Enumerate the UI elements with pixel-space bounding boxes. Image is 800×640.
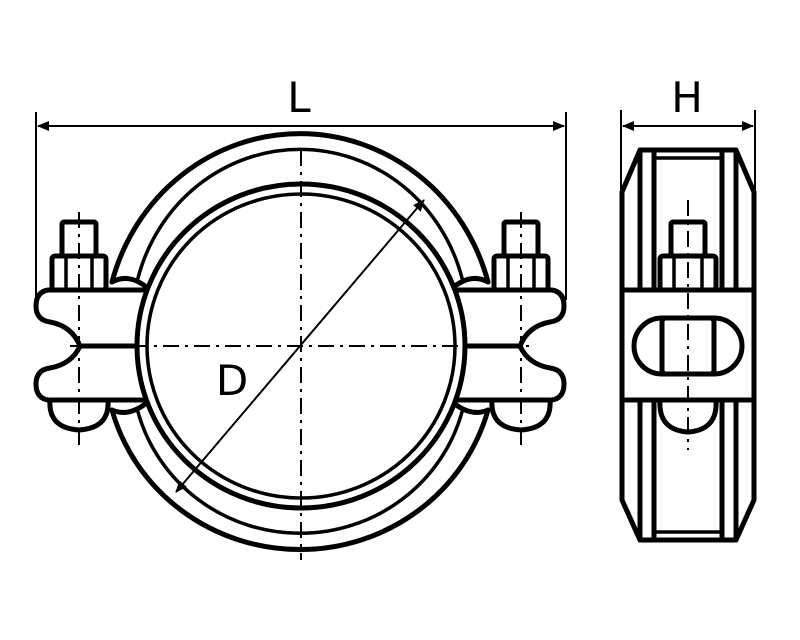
front-view: L — [33, 73, 567, 560]
length-dimension: L — [35, 73, 567, 300]
housing-outer-top — [109, 131, 491, 285]
housing-outer-bottom — [109, 407, 491, 553]
right-lug-lower — [447, 343, 567, 403]
left-lug-upper — [33, 287, 153, 349]
height-label: H — [671, 73, 703, 122]
length-label: L — [287, 73, 311, 122]
housing-inner-top — [136, 147, 464, 280]
side-view: H — [619, 73, 757, 543]
left-lug-lower — [33, 343, 153, 403]
height-dimension: H — [620, 73, 756, 190]
right-lug-upper — [447, 287, 567, 349]
diameter-dimension: D — [175, 199, 425, 493]
diameter-dimension-line — [175, 199, 425, 493]
diameter-label: D — [216, 356, 248, 405]
left-bolt-lug — [33, 212, 153, 448]
right-bolt-lug — [447, 212, 567, 448]
